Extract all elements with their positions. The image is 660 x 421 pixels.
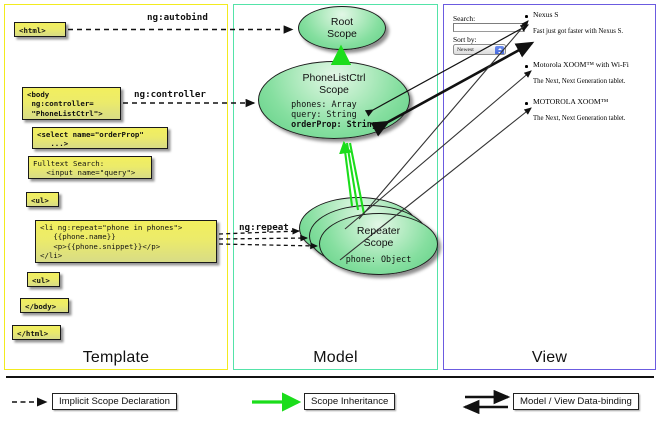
scope-prop-orderprop: orderProp: String: [291, 118, 377, 129]
scope-root-title-line2: Scope: [327, 28, 357, 40]
code-box-ul-close: <ul>: [27, 272, 60, 287]
list-bullet: [525, 15, 528, 18]
scope-repeater: Repeater Scope phone: Object: [319, 213, 438, 275]
view-search-label: Search:: [453, 14, 476, 23]
view-sort-label: Sort by:: [453, 35, 477, 44]
scope-root-title-line1: Root: [330, 16, 354, 28]
phone-name[interactable]: Nexus S: [533, 10, 559, 19]
scope-phonelistctrl: PhoneListCtrl Scope phones: Array query:…: [258, 61, 410, 139]
phone-name[interactable]: Motorola XOOM™ with Wi-Fi: [533, 60, 629, 69]
connector-label-repeat: ng:repeat: [239, 222, 289, 233]
phone-snippet: The Next, Next Generation tablet.: [533, 78, 626, 85]
scope-prop-query: query: String: [291, 108, 357, 119]
phone-snippet: Fast just got faster with Nexus S.: [533, 28, 624, 35]
panel-template: Template: [4, 4, 228, 370]
code-box-html-open: <html>: [14, 22, 66, 37]
sort-by-selected-value: Newest: [457, 47, 474, 53]
panel-template-label: Template: [82, 349, 150, 366]
scope-repeater-title-line2: Scope: [363, 236, 394, 249]
scope-root: Root Scope: [298, 6, 386, 50]
code-box-li-repeat: <li ng:repeat="phone in phones"> {{phone…: [35, 220, 217, 263]
legend-scope-inheritance: Scope Inheritance: [304, 393, 396, 410]
sort-by-select[interactable]: Newest: [453, 44, 506, 55]
scope-prop-phone: phone: Object: [345, 253, 412, 264]
chevron-updown-icon: [495, 46, 504, 54]
search-input[interactable]: [453, 23, 525, 32]
list-bullet: [525, 102, 528, 105]
phone-snippet: The Next, Next Generation tablet.: [533, 115, 626, 122]
code-box-select-tag: <select name="orderProp" ...>: [32, 127, 168, 149]
legend-divider: [6, 376, 654, 379]
panel-view-label: View: [531, 349, 568, 366]
phone-name[interactable]: MOTOROLA XOOM™: [533, 97, 609, 106]
code-box-html-close: </html>: [12, 325, 61, 340]
list-bullet: [525, 65, 528, 68]
scope-phonelist-props: phones: Array query: String orderProp: S…: [291, 99, 377, 129]
scope-repeater-title-line1: Repeater: [356, 224, 401, 237]
code-box-body-close: </body>: [20, 298, 69, 313]
scope-repeater-props: phone: Object: [346, 254, 412, 264]
legend-model-view-databinding: Model / View Data-binding: [513, 393, 639, 410]
code-box-body-open: <body ng:controller= "PhoneListCtrl">: [22, 87, 121, 120]
code-box-fulltext-search: Fulltext Search: <input name="query">: [28, 156, 152, 179]
panel-view: View: [443, 4, 656, 370]
scope-phonelist-title-line1: PhoneListCtrl: [302, 71, 366, 84]
connector-label-controller: ng:controller: [134, 89, 206, 100]
scope-prop-phones: phones: Array: [291, 98, 357, 109]
legend-implicit-scope-declaration: Implicit Scope Declaration: [52, 393, 177, 410]
legend-arrow-databinding: [462, 389, 511, 415]
scope-phonelist-title-line2: Scope: [319, 83, 349, 96]
panel-model-label: Model: [313, 349, 358, 366]
connector-label-autobind: ng:autobind: [147, 12, 208, 23]
code-box-ul-open: <ul>: [26, 192, 59, 207]
panel-model: Model: [233, 4, 438, 370]
